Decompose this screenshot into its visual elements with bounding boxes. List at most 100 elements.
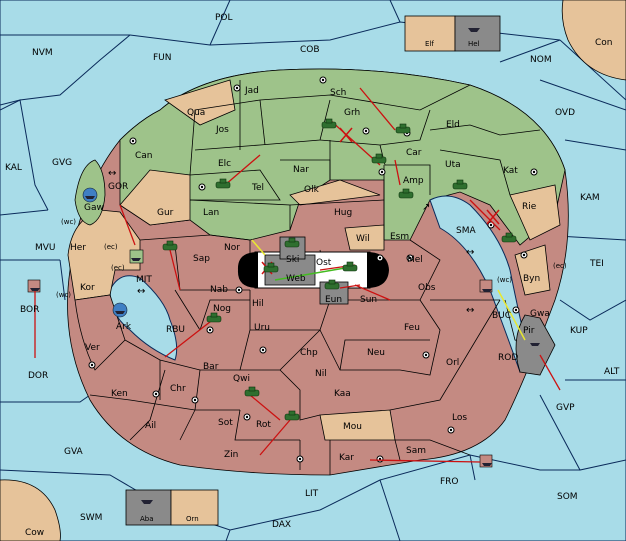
- land-label: Feu: [404, 323, 420, 333]
- land-label: Neu: [367, 348, 385, 358]
- land-label: Chr: [170, 384, 186, 394]
- land-label: Nil: [315, 369, 327, 379]
- army-unit[interactable]: [501, 232, 517, 243]
- sea-label: FUN: [153, 53, 172, 63]
- land-label: Jos: [215, 125, 229, 135]
- land-label: Ken: [111, 389, 128, 399]
- land-label: Uta: [445, 160, 461, 170]
- support-line-north: [251, 239, 266, 256]
- sea-label: ALT: [604, 367, 620, 377]
- land-label: Byn: [523, 274, 540, 284]
- sea-label: SMA: [456, 226, 476, 236]
- army-unit[interactable]: [398, 188, 414, 199]
- army-unit[interactable]: [395, 123, 411, 134]
- sea-labels: POL NVM FUN COB NOM Con OVD KAL GVG KAM …: [5, 13, 620, 538]
- army-unit[interactable]: [324, 279, 340, 290]
- fleet-unit[interactable]: [530, 343, 540, 346]
- land-label: Gwa: [530, 309, 550, 319]
- sea-label: SOM: [557, 492, 578, 502]
- land-label: Esm: [390, 232, 409, 242]
- land-label: Nar: [293, 165, 309, 175]
- army-unit[interactable]: [162, 240, 178, 251]
- fleet-unit[interactable]: [482, 289, 492, 292]
- army-unit[interactable]: [215, 178, 231, 189]
- fleet-units: [30, 28, 540, 504]
- inner-sea-rbu: [109, 275, 178, 361]
- sea-label: TEI: [589, 259, 604, 269]
- army-unit[interactable]: [244, 386, 260, 397]
- army-unit[interactable]: [452, 179, 468, 190]
- prov-qua: [164, 79, 236, 126]
- army-unit[interactable]: [284, 410, 300, 421]
- land-labels: Jad Sch Qua Grh Jos Eld Can Car Elc Nar …: [70, 40, 550, 523]
- tunnel-cap-west: [237, 252, 258, 288]
- island-top-right: [561, 0, 626, 81]
- land-label: Gaw: [84, 203, 104, 213]
- supply-center-dots: [90, 78, 536, 461]
- army-unit[interactable]: [371, 153, 387, 164]
- land-label: Eld: [446, 120, 460, 130]
- land-label: Bar: [203, 362, 219, 372]
- land-label: Wil: [356, 234, 370, 244]
- sea-label: DOR: [28, 371, 48, 381]
- prov-gur: [119, 169, 191, 226]
- fleet-unit[interactable]: [131, 258, 141, 261]
- fleet-unit[interactable]: [82, 187, 98, 203]
- land-label: Los: [452, 413, 467, 423]
- fleet-unit[interactable]: [112, 302, 128, 318]
- army-unit[interactable]: [321, 118, 337, 129]
- land-label: Sam: [406, 446, 426, 456]
- sea-label: LIT: [305, 489, 319, 499]
- sea-label: Con: [595, 38, 613, 48]
- fleet-unit[interactable]: [30, 288, 40, 291]
- sea-label: COB: [300, 45, 320, 55]
- land-label: Tel: [251, 183, 264, 193]
- land-label: Chp: [300, 348, 318, 358]
- sea-label: GVA: [64, 447, 84, 457]
- sea-label: POL: [215, 13, 233, 23]
- land-label: Ver: [85, 343, 100, 353]
- sea-label: BOR: [20, 305, 39, 315]
- supply-centers: [88, 76, 538, 463]
- land-label: Hug: [334, 208, 352, 218]
- land-label: Qwi: [233, 374, 250, 384]
- sea-label: NVM: [32, 48, 53, 58]
- land-label: Qua: [187, 108, 205, 118]
- land-label: Uru: [254, 323, 270, 333]
- coast-tag: (ec): [104, 243, 118, 251]
- sea-label: DAX: [272, 520, 291, 530]
- army-unit[interactable]: [342, 261, 358, 272]
- land-label: Rie: [522, 202, 537, 212]
- inset-elf: [404, 15, 456, 52]
- sea-label: NOM: [530, 55, 552, 65]
- land-label: Nab: [210, 285, 228, 295]
- inset-hel: [454, 15, 501, 52]
- land-label: Ark: [116, 322, 132, 332]
- support-line: [497, 289, 526, 341]
- land-label: Ski: [286, 255, 299, 265]
- svg-text:↔: ↔: [466, 305, 474, 316]
- sea-label: MIT: [136, 275, 152, 285]
- svg-text:↔: ↔: [137, 286, 145, 297]
- army-unit[interactable]: [206, 312, 222, 323]
- army-units: [162, 118, 517, 421]
- army-unit[interactable]: [284, 237, 300, 248]
- land-label: Mou: [343, 422, 362, 432]
- land-label: Sap: [193, 254, 210, 264]
- army-unit[interactable]: [263, 262, 279, 273]
- fleet-unit[interactable]: [482, 463, 492, 466]
- tunnel-cap-east: [367, 252, 389, 288]
- land-label: Grh: [344, 108, 360, 118]
- fleet-unit[interactable]: [141, 500, 153, 504]
- sea-label: Cow: [25, 528, 44, 538]
- land-label: Nor: [224, 243, 240, 253]
- sea-label: RBU: [166, 325, 185, 335]
- land-label: Mel: [407, 255, 423, 265]
- sea-label: KUP: [570, 326, 588, 336]
- inset-aba: [125, 489, 172, 526]
- land-label: Elc: [218, 159, 231, 169]
- fleet-unit[interactable]: [468, 28, 480, 32]
- sea-label: GVP: [556, 403, 575, 413]
- land-label: Hil: [252, 299, 264, 309]
- land-label: Orn: [186, 515, 199, 523]
